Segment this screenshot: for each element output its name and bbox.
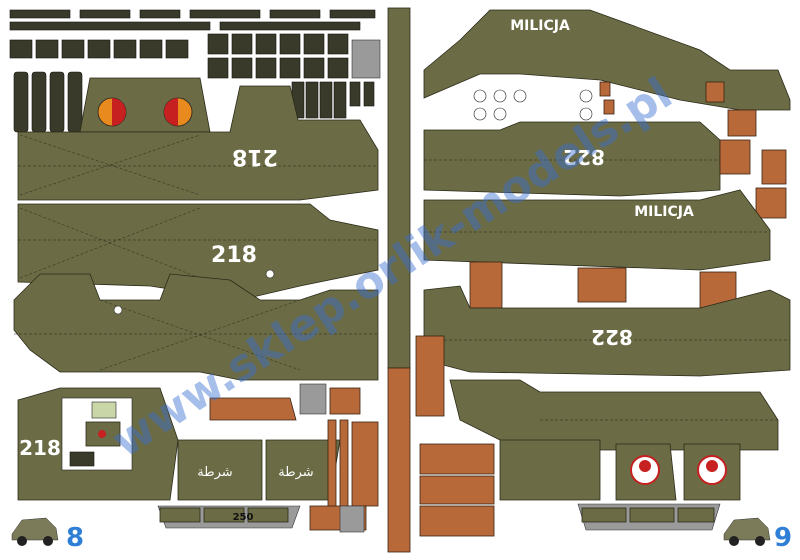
rust-strips-right <box>415 335 495 537</box>
number-822-flipped-top: 822 <box>563 145 605 169</box>
number-218-flipped: 218 <box>232 144 278 169</box>
hull-floor-right <box>449 379 779 451</box>
arabic-label-1: شرطة <box>197 465 232 480</box>
front-plate-left: 218 <box>17 387 179 501</box>
hull-side-right-upper: 822 <box>423 121 721 197</box>
wheel-details-right <box>473 81 725 121</box>
emblem-panel-left <box>79 77 211 133</box>
hull-side-right-lower: 822 <box>423 285 791 377</box>
center-spine-rust <box>387 367 411 553</box>
bottom-strip-right <box>577 503 721 531</box>
small-parts-top-left <box>9 9 381 79</box>
arabic-door-panels: شرطة شرطة <box>177 439 341 501</box>
hull-side-right-middle: MILICJA <box>423 189 771 271</box>
number-822-flipped-bottom: 822 <box>591 325 633 349</box>
milicja-middle: MILICJA <box>634 204 694 220</box>
door-panels-right <box>499 439 741 501</box>
center-spine-olive <box>387 7 411 369</box>
hull-floor-left <box>13 269 379 381</box>
number-218: 218 <box>211 243 257 268</box>
vehicle-thumbnail-left <box>11 517 59 546</box>
hull-side-lower: 218 <box>17 203 379 301</box>
number-218-small: 218 <box>19 436 61 460</box>
number-250: 250 <box>233 512 254 523</box>
bottom-strip-left: 250 <box>157 505 301 529</box>
tire-parts-left <box>13 71 375 133</box>
rust-boxes-right-middle <box>469 261 737 309</box>
hull-side-right-top: MILICJA <box>423 9 791 111</box>
page-number-right: 9 <box>774 523 792 553</box>
milicja-top: MILICJA <box>510 18 570 34</box>
hull-side-upper: 218 <box>17 85 379 201</box>
rust-parts-left <box>209 383 379 533</box>
arabic-label-2: شرطة <box>278 465 313 480</box>
vehicle-thumbnail-right <box>723 517 771 546</box>
page-number-left: 8 <box>66 523 84 553</box>
